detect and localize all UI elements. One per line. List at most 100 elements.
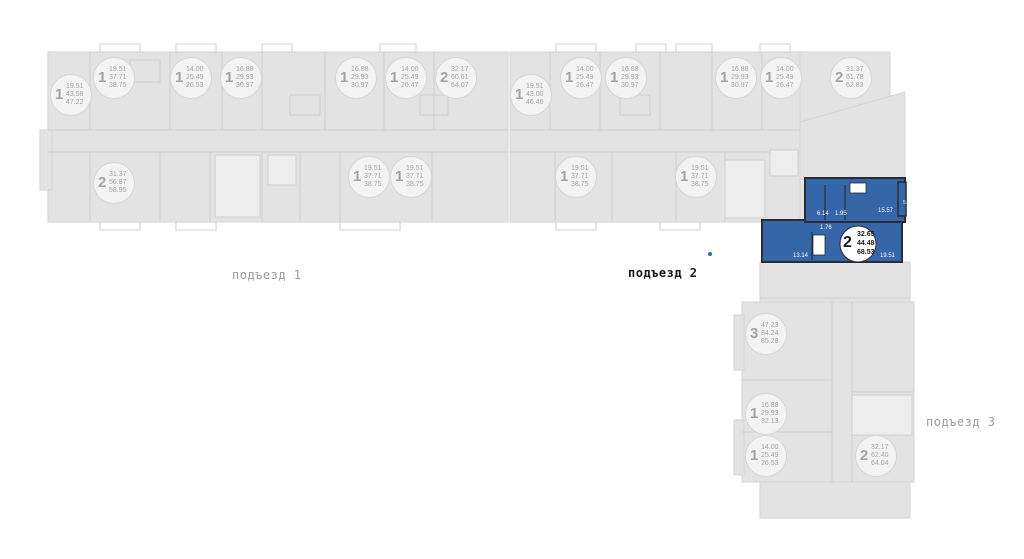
unit-area: 16.88 [761,402,779,409]
unit-area: 19.51 [526,83,544,90]
unit-area: 85.28 [761,338,779,345]
section-3-building [733,261,915,519]
unit-area: 32.17 [451,66,469,73]
entrance-label-3[interactable]: подъезд 3 [926,415,996,429]
unit-area: 38.75 [109,82,127,89]
room-area-label: 1.76 [820,225,832,231]
room-area-label: 1.95 [835,211,847,217]
entrance-label-2[interactable]: подъезд 2 [628,266,698,280]
room-area-label: 3.46 [813,245,823,251]
unit-rooms: 3 [750,325,759,342]
unit-rooms: 1 [98,69,107,86]
unit-area: 19.51 [571,165,589,172]
selected-living-area: 32.65 [857,231,875,238]
unit-area: 37.71 [406,173,424,180]
unit-area: 38.75 [406,181,424,188]
unit-rooms: 1 [353,168,362,185]
unit-rooms: 1 [340,69,349,86]
unit-area: 38.75 [364,181,382,188]
unit-area: 25.49 [776,74,794,81]
unit-area: 19.51 [364,165,382,172]
unit-rooms: 1 [560,168,569,185]
unit-area: 19.51 [109,66,127,73]
unit-area: 30.97 [621,82,639,89]
unit-area: 16.88 [621,66,639,73]
unit-area: 19.51 [66,83,84,90]
unit-area: 38.75 [691,181,709,188]
unit-area: 14.00 [576,66,594,73]
unit-rooms: 2 [835,69,844,86]
unit-rooms: 2 [860,447,869,464]
room-area-label: 19.51 [880,253,896,259]
unit-rooms: 1 [55,86,64,103]
unit-rooms: 1 [390,69,399,86]
unit-area: 62.40 [871,452,889,459]
unit-area: 29.93 [731,74,749,81]
unit-rooms: 1 [175,69,184,86]
unit-area: 37.71 [364,173,382,180]
unit-area: 47.22 [66,99,84,106]
unit-area: 32.13 [761,418,779,425]
unit-area: 32.17 [871,444,889,451]
unit-area: 25.49 [401,74,419,81]
section-2-details [510,52,800,222]
selected-kitchen-area: 44.48 [857,240,875,247]
unit-area: 31.37 [846,66,864,73]
unit-area: 37.71 [571,173,589,180]
unit-area: 43.58 [66,91,84,98]
unit-area: 26.53 [186,82,204,89]
unit-area: 29.93 [236,74,254,81]
unit-area: 38.75 [571,181,589,188]
unit-rooms: 1 [610,69,619,86]
unit-rooms: 1 [680,168,689,185]
unit-area: 25.49 [761,452,779,459]
unit-area: 25.49 [186,74,204,81]
entrance-label-1[interactable]: подъезд 1 [232,268,302,282]
unit-rooms: 1 [565,69,574,86]
unit-area: 19.51 [406,165,424,172]
unit-rooms: 1 [515,86,524,103]
selected-total-area: 68.53 [857,249,875,256]
unit-area: 26.53 [761,460,779,467]
room-area-label: 15.57 [878,208,894,214]
unit-area: 58.95 [109,187,127,194]
unit-area: 16.88 [236,66,254,73]
selected-apartment[interactable] [761,177,907,263]
unit-area: 30.97 [351,82,369,89]
unit-area: 64.07 [451,82,469,89]
unit-rooms: 1 [720,69,729,86]
room-area-label: 13.14 [793,253,809,259]
unit-area: 37.71 [109,74,127,81]
unit-area: 14.00 [401,66,419,73]
unit-area: 30.97 [731,82,749,89]
unit-area: 19.51 [691,165,709,172]
section-2-windows [555,43,791,231]
unit-area: 14.00 [186,66,204,73]
entrance-2-pointer-icon [708,252,712,256]
unit-rooms: 1 [395,168,404,185]
unit-area: 60.61 [451,74,469,81]
